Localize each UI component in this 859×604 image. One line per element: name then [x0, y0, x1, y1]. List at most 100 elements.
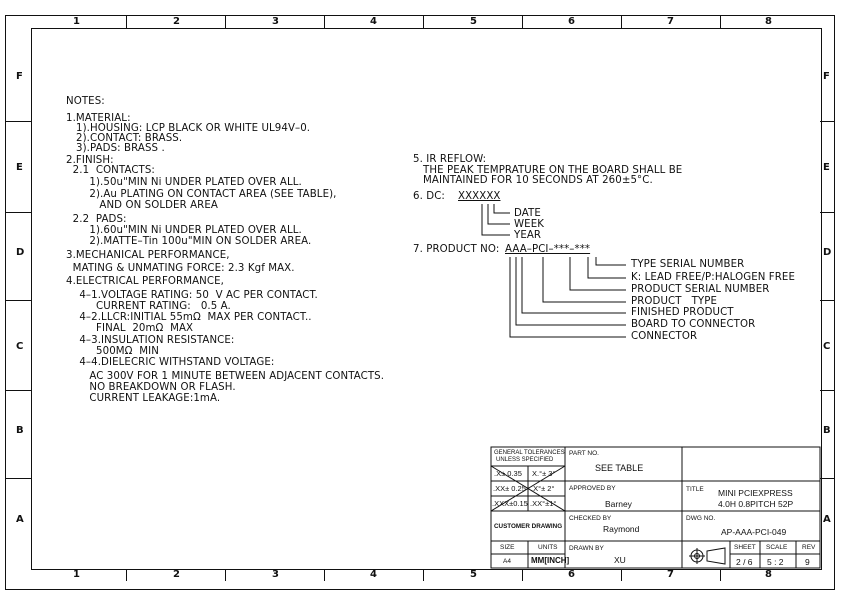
note-line: CURRENT RATING: 0.5 A.: [66, 301, 231, 312]
zone-divider-left: [5, 478, 31, 479]
note-line: 4–4.DIELECRIC WITHSTAND VOLTAGE:: [66, 357, 275, 368]
approved-by-label: APPROVED BY: [569, 485, 616, 492]
note-line: 2).Au PLATING ON CONTACT AREA (SEE TABLE…: [66, 189, 337, 200]
scale-label: SCALE: [766, 544, 788, 551]
zone-divider-bottom: [522, 569, 523, 581]
note-line: NOTES:: [66, 96, 105, 107]
zone-col-top-8: 8: [765, 16, 772, 27]
title-label: TITLE: [686, 486, 704, 493]
zone-divider-top: [423, 16, 424, 28]
leader-week: [487, 204, 510, 225]
checked-by-value: Raymond: [603, 524, 640, 534]
note6-prefix: 6. DC:: [413, 191, 445, 202]
drawn-by-value: XU: [614, 555, 626, 565]
approved-by-value: Barney: [605, 499, 632, 509]
drawing-inner-border: [31, 28, 822, 570]
zone-col-top-6: 6: [568, 16, 575, 27]
note-line: NO BREAKDOWN OR FLASH.: [66, 382, 236, 393]
zone-row-right-E: E: [823, 162, 830, 173]
note-line: MATING & UNMATING FORCE: 2.3 Kgf MAX.: [66, 263, 295, 274]
zone-row-left-A: A: [16, 514, 24, 525]
zone-col-bottom-7: 7: [667, 569, 674, 580]
note-line: 500MΩ MIN: [66, 346, 159, 357]
title-line-1: MINI PCIEXPRESS: [718, 488, 793, 498]
zone-col-bottom-4: 4: [370, 569, 377, 580]
note-line: 1).HOUSING: LCP BLACK OR WHITE UL94V–0.: [66, 123, 311, 134]
units-value: MM[INCH]: [531, 556, 570, 565]
zone-col-bottom-6: 6: [568, 569, 575, 580]
scale-value: 5 : 2: [767, 557, 784, 567]
zone-divider-right: [820, 121, 834, 122]
zone-col-bottom-2: 2: [173, 569, 180, 580]
zone-divider-right: [820, 478, 834, 479]
zone-divider-right: [820, 390, 834, 391]
zone-divider-right: [820, 300, 834, 301]
leader-date: [493, 204, 510, 214]
zone-divider-left: [5, 212, 31, 213]
note-line: 1.MATERIAL:: [66, 113, 131, 124]
zone-col-top-1: 1: [73, 16, 80, 27]
zone-divider-top: [126, 16, 127, 28]
tolerance-angular-1: X.°± 3°: [532, 469, 556, 478]
part-no-value: SEE TABLE: [595, 463, 644, 473]
note6-code: XXXXXX: [458, 191, 501, 202]
zone-row-left-E: E: [16, 162, 23, 173]
note7-label: PRODUCT SERIAL NUMBER: [631, 284, 770, 295]
zone-divider-top: [324, 16, 325, 28]
title-block-grid: [490, 446, 821, 569]
note-line: AC 300V FOR 1 MINUTE BETWEEN ADJACENT CO…: [66, 371, 385, 382]
zone-row-right-A: A: [823, 514, 831, 525]
zone-row-left-B: B: [16, 425, 24, 436]
note-line: 2).MATTE–Tin 100u"MIN ON SOLDER AREA.: [66, 236, 312, 247]
tolerance-angular-3: .XX°±1°: [530, 499, 557, 508]
zone-row-left-C: C: [16, 341, 24, 352]
zone-divider-top: [522, 16, 523, 28]
size-label: SIZE: [500, 544, 515, 551]
tolerance-header-1: GENERAL TOLERANCES: [494, 450, 565, 456]
size-value: A4: [503, 558, 511, 565]
dwg-no-value: AP-AAA-PCI-049: [721, 527, 787, 537]
note7-label: FINISHED PRODUCT: [631, 307, 734, 318]
note7-prefix: 7. PRODUCT NO:: [413, 244, 500, 255]
dwg-no-label: DWG NO.: [686, 515, 716, 522]
zone-divider-bottom: [126, 569, 127, 581]
leader-board-to-connector: [515, 257, 626, 326]
note-line: FINAL 20mΩ MAX: [66, 323, 194, 334]
leader-year: [481, 204, 510, 236]
note-ir-reflow-line: MAINTAINED FOR 10 SECONDS AT 260±5°C.: [413, 175, 653, 186]
zone-col-top-4: 4: [370, 16, 377, 27]
note-line: 4–3.INSULATION RESISTANCE:: [66, 335, 235, 346]
units-label: UNITS: [538, 544, 558, 551]
tolerance-angular-2: .X°± 2°: [531, 484, 555, 493]
note7-label: PRODUCT TYPE: [631, 296, 718, 307]
zone-divider-bottom: [423, 569, 424, 581]
sheet-value: 2 / 6: [736, 557, 753, 567]
note7-label: BOARD TO CONNECTOR: [631, 319, 756, 330]
note7-label: TYPE SERIAL NUMBER: [631, 259, 745, 270]
checked-by-label: CHECKED BY: [569, 515, 612, 522]
zone-divider-left: [5, 300, 31, 301]
note-line: 3).PADS: BRASS .: [66, 143, 165, 154]
note6-label-date: DATE: [514, 208, 541, 219]
zone-col-top-7: 7: [667, 16, 674, 27]
projection-symbol-icon: [689, 547, 726, 565]
note-line: 2.1 CONTACTS:: [66, 165, 155, 176]
note6-label-year: YEAR: [514, 230, 542, 241]
note-line: 3.MECHANICAL PERFORMANCE,: [66, 250, 230, 261]
leader-connector: [509, 257, 626, 338]
note-line: 4–2.LLCR:INITIAL 55mΩ MAX PER CONTACT..: [66, 312, 312, 323]
zone-divider-top: [720, 16, 721, 28]
leader-finished-product: [521, 257, 626, 314]
zone-row-right-B: B: [823, 425, 831, 436]
zone-divider-bottom: [621, 569, 622, 581]
zone-divider-bottom: [324, 569, 325, 581]
leader-lead-free: [587, 257, 626, 279]
leader-product-serial: [569, 257, 626, 291]
zone-row-left-F: F: [16, 71, 23, 82]
note-ir-reflow-line: THE PEAK TEMPRATURE ON THE BOARD SHALL B…: [413, 164, 683, 176]
zone-divider-left: [5, 390, 31, 391]
zone-col-top-3: 3: [272, 16, 279, 27]
zone-row-right-D: D: [823, 247, 832, 258]
leader-product-type: [542, 257, 626, 303]
zone-row-right-F: F: [823, 71, 830, 82]
